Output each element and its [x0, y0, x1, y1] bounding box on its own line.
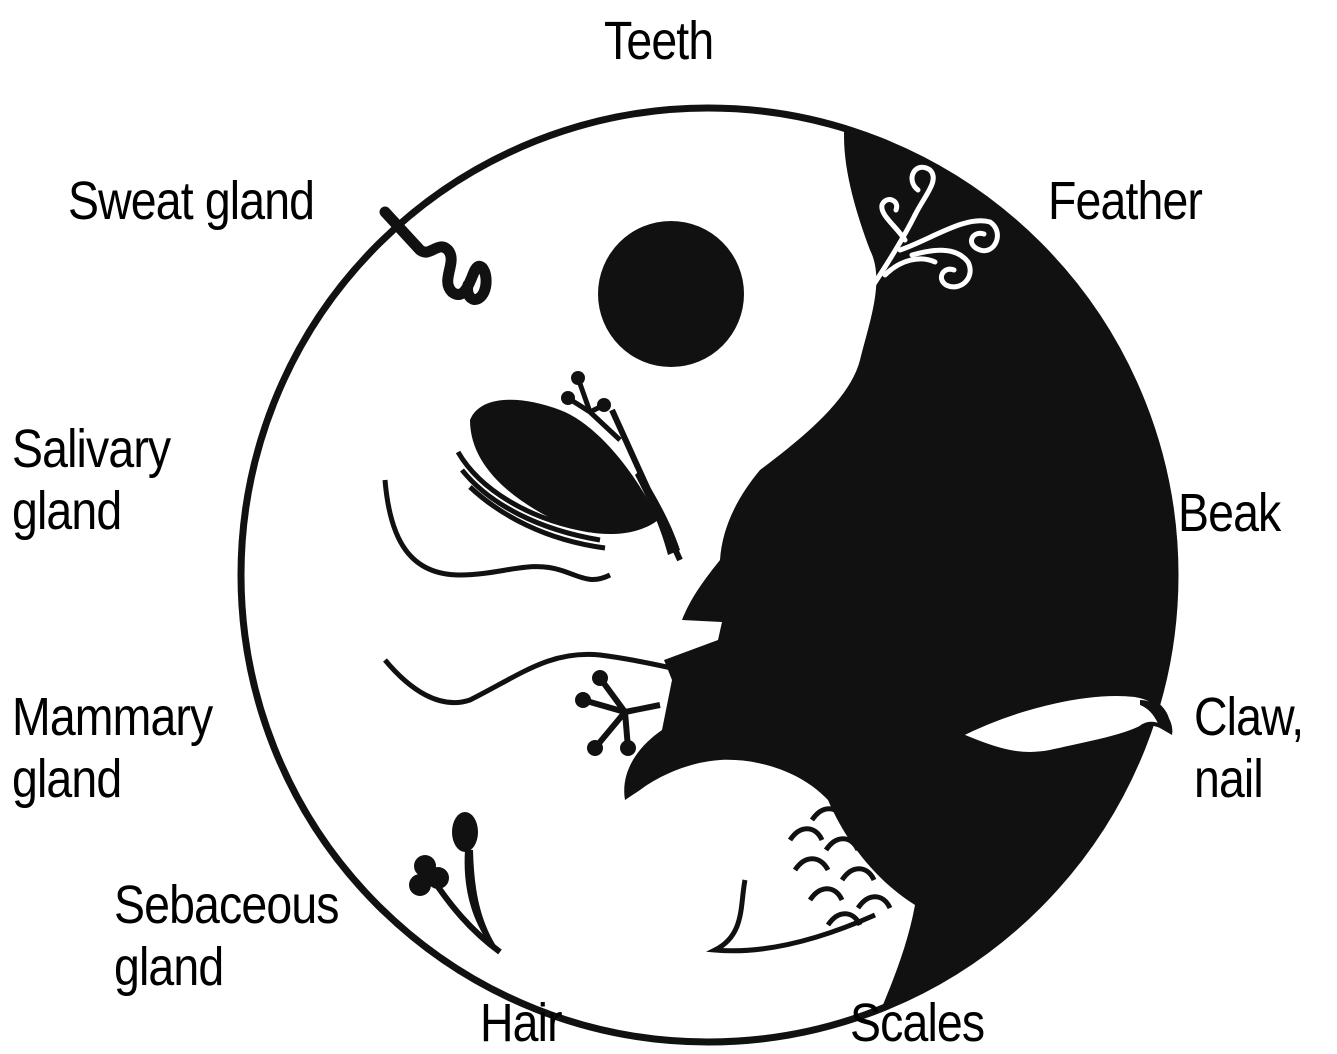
label-beak-text: Beak	[1178, 482, 1280, 544]
label-sebaceous-gland: Sebaceous gland	[114, 874, 339, 998]
label-hair: Hair	[480, 992, 562, 1054]
mammary-gland-icon	[385, 654, 690, 702]
label-salivary-gland: Salivary gland	[12, 418, 170, 542]
eye	[598, 221, 744, 367]
label-claw-line1: Claw,	[1194, 686, 1303, 748]
label-teeth: Teeth	[604, 10, 713, 72]
label-sebaceous-line2: gland	[114, 936, 339, 998]
label-mammary-line2: gland	[12, 748, 212, 810]
label-sweat-gland-text: Sweat gland	[68, 170, 314, 232]
label-sebaceous-line1: Sebaceous	[114, 874, 339, 936]
label-hair-text: Hair	[480, 992, 562, 1054]
label-sweat-gland: Sweat gland	[68, 170, 314, 232]
label-salivary-line2: gland	[12, 480, 170, 542]
label-claw-nail: Claw, nail	[1194, 686, 1303, 810]
label-scales-text: Scales	[850, 992, 984, 1054]
label-salivary-line1: Salivary	[12, 418, 170, 480]
label-mammary-line1: Mammary	[12, 686, 212, 748]
label-feather-text: Feather	[1048, 170, 1202, 232]
salivary-gland-icon	[458, 400, 658, 548]
label-teeth-text: Teeth	[604, 10, 713, 72]
label-beak: Beak	[1178, 482, 1280, 544]
label-feather: Feather	[1048, 170, 1202, 232]
label-claw-line2: nail	[1194, 748, 1303, 810]
label-mammary-gland: Mammary gland	[12, 686, 212, 810]
label-scales: Scales	[850, 992, 984, 1054]
sweat-gland-icon	[385, 212, 486, 299]
